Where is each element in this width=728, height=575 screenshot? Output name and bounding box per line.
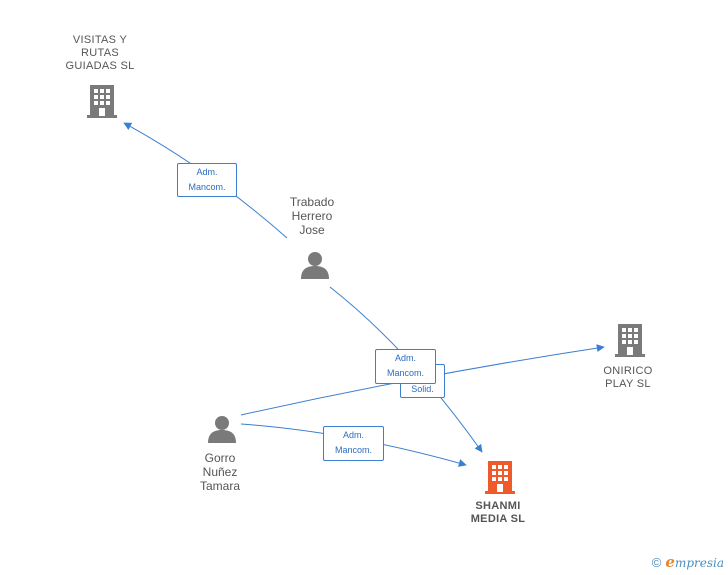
node-label-line: Nuñez <box>202 465 238 479</box>
edge-label-line: Solid. <box>411 384 434 394</box>
edge-label-trabado-shanmi[interactable]: Adm. Mancom. <box>375 349 436 384</box>
node-label-shanmi[interactable]: SHANMI MEDIA SL <box>448 500 548 526</box>
node-label-line: Herrero <box>291 209 333 223</box>
person-icon[interactable] <box>300 250 330 280</box>
building-icon[interactable] <box>614 323 646 357</box>
node-label-line: Tamara <box>199 479 240 493</box>
edge-label-gorro-shanmi[interactable]: Adm. Mancom. <box>323 426 384 461</box>
node-label-line: VISITAS Y <box>72 34 128 46</box>
brand-initial: e <box>665 553 675 571</box>
node-label-line: SHANMI <box>475 500 521 512</box>
footer-brand: © empresia <box>652 553 724 571</box>
node-label-visitas[interactable]: VISITAS Y RUTAS GUIADAS SL <box>40 34 160 73</box>
node-label-gorro[interactable]: Gorro Nuñez Tamara <box>170 451 270 493</box>
copyright-symbol: © <box>651 554 662 570</box>
building-icon[interactable] <box>484 460 516 494</box>
brand-name: mpresia <box>674 556 724 570</box>
edge-label-trabado-visitas[interactable]: Adm. Mancom. <box>177 163 237 197</box>
node-label-line: Trabado <box>289 195 335 209</box>
edge-label-line: Mancom. <box>334 445 372 455</box>
node-label-line: Jose <box>299 223 325 237</box>
node-label-onirico[interactable]: ONIRICO PLAY SL <box>578 365 678 391</box>
edge-label-line: Mancom. <box>188 182 226 192</box>
building-icon[interactable] <box>86 84 118 118</box>
edge-label-line: Adm. <box>342 430 364 440</box>
node-label-line: GUIADAS SL <box>65 60 135 72</box>
node-label-line: Gorro <box>204 451 236 465</box>
edge-label-line: Adm. <box>196 167 218 177</box>
brand-logo: empresia <box>665 553 724 571</box>
edge-label-line: Mancom. <box>386 368 424 378</box>
node-label-line: MEDIA SL <box>470 513 526 525</box>
node-label-line: ONIRICO <box>603 365 653 377</box>
node-label-line: PLAY SL <box>605 378 651 390</box>
person-icon[interactable] <box>207 414 237 444</box>
edge-label-line: Adm. <box>394 353 416 363</box>
node-label-line: RUTAS <box>81 47 119 59</box>
node-label-trabado[interactable]: Trabado Herrero Jose <box>262 195 362 237</box>
